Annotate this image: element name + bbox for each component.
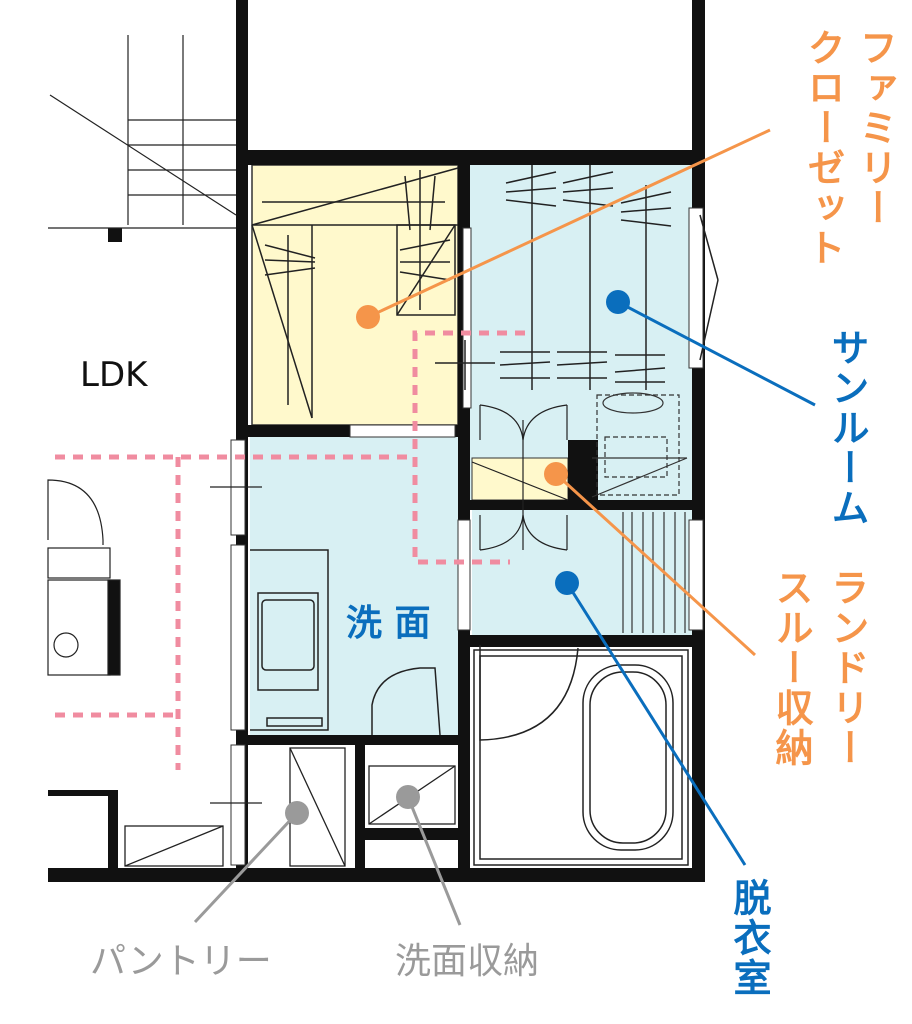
windows	[230, 207, 704, 866]
sunroom-label: サンルーム	[825, 328, 869, 528]
senmen-area	[250, 437, 458, 735]
sunroom-marker	[606, 290, 630, 314]
family-closet-label-1: ファミリー	[853, 28, 897, 228]
pantry-marker	[285, 801, 309, 825]
ldk-label: LDK	[80, 355, 148, 395]
family-closet-area	[251, 164, 459, 426]
washing-machine	[591, 392, 688, 498]
family-closet-marker	[356, 305, 380, 329]
pantry-label: パントリー	[90, 941, 272, 982]
vanity	[250, 549, 441, 736]
laundry-label-1: ランドリー	[825, 568, 869, 768]
dressing-marker	[555, 571, 579, 595]
dressing-area	[472, 510, 692, 635]
ldk-fixtures	[47, 35, 237, 676]
stairs	[622, 512, 686, 633]
senmen-label: 洗 面	[346, 603, 431, 644]
laundry-storage-marker	[544, 462, 568, 486]
dashed-boundaries	[55, 330, 525, 770]
leader-lines	[193, 128, 816, 926]
laundry-label-2: スルー収納	[769, 568, 813, 768]
senmen-storage-label: 洗面収納	[395, 941, 540, 982]
folding-doors	[471, 404, 569, 551]
senmen-storage-marker	[396, 785, 420, 809]
drying-rods	[499, 165, 719, 390]
dressing-label: 脱衣室	[727, 878, 771, 998]
bathtub	[473, 645, 689, 866]
family-closet-label-2: クローゼット	[801, 28, 845, 268]
